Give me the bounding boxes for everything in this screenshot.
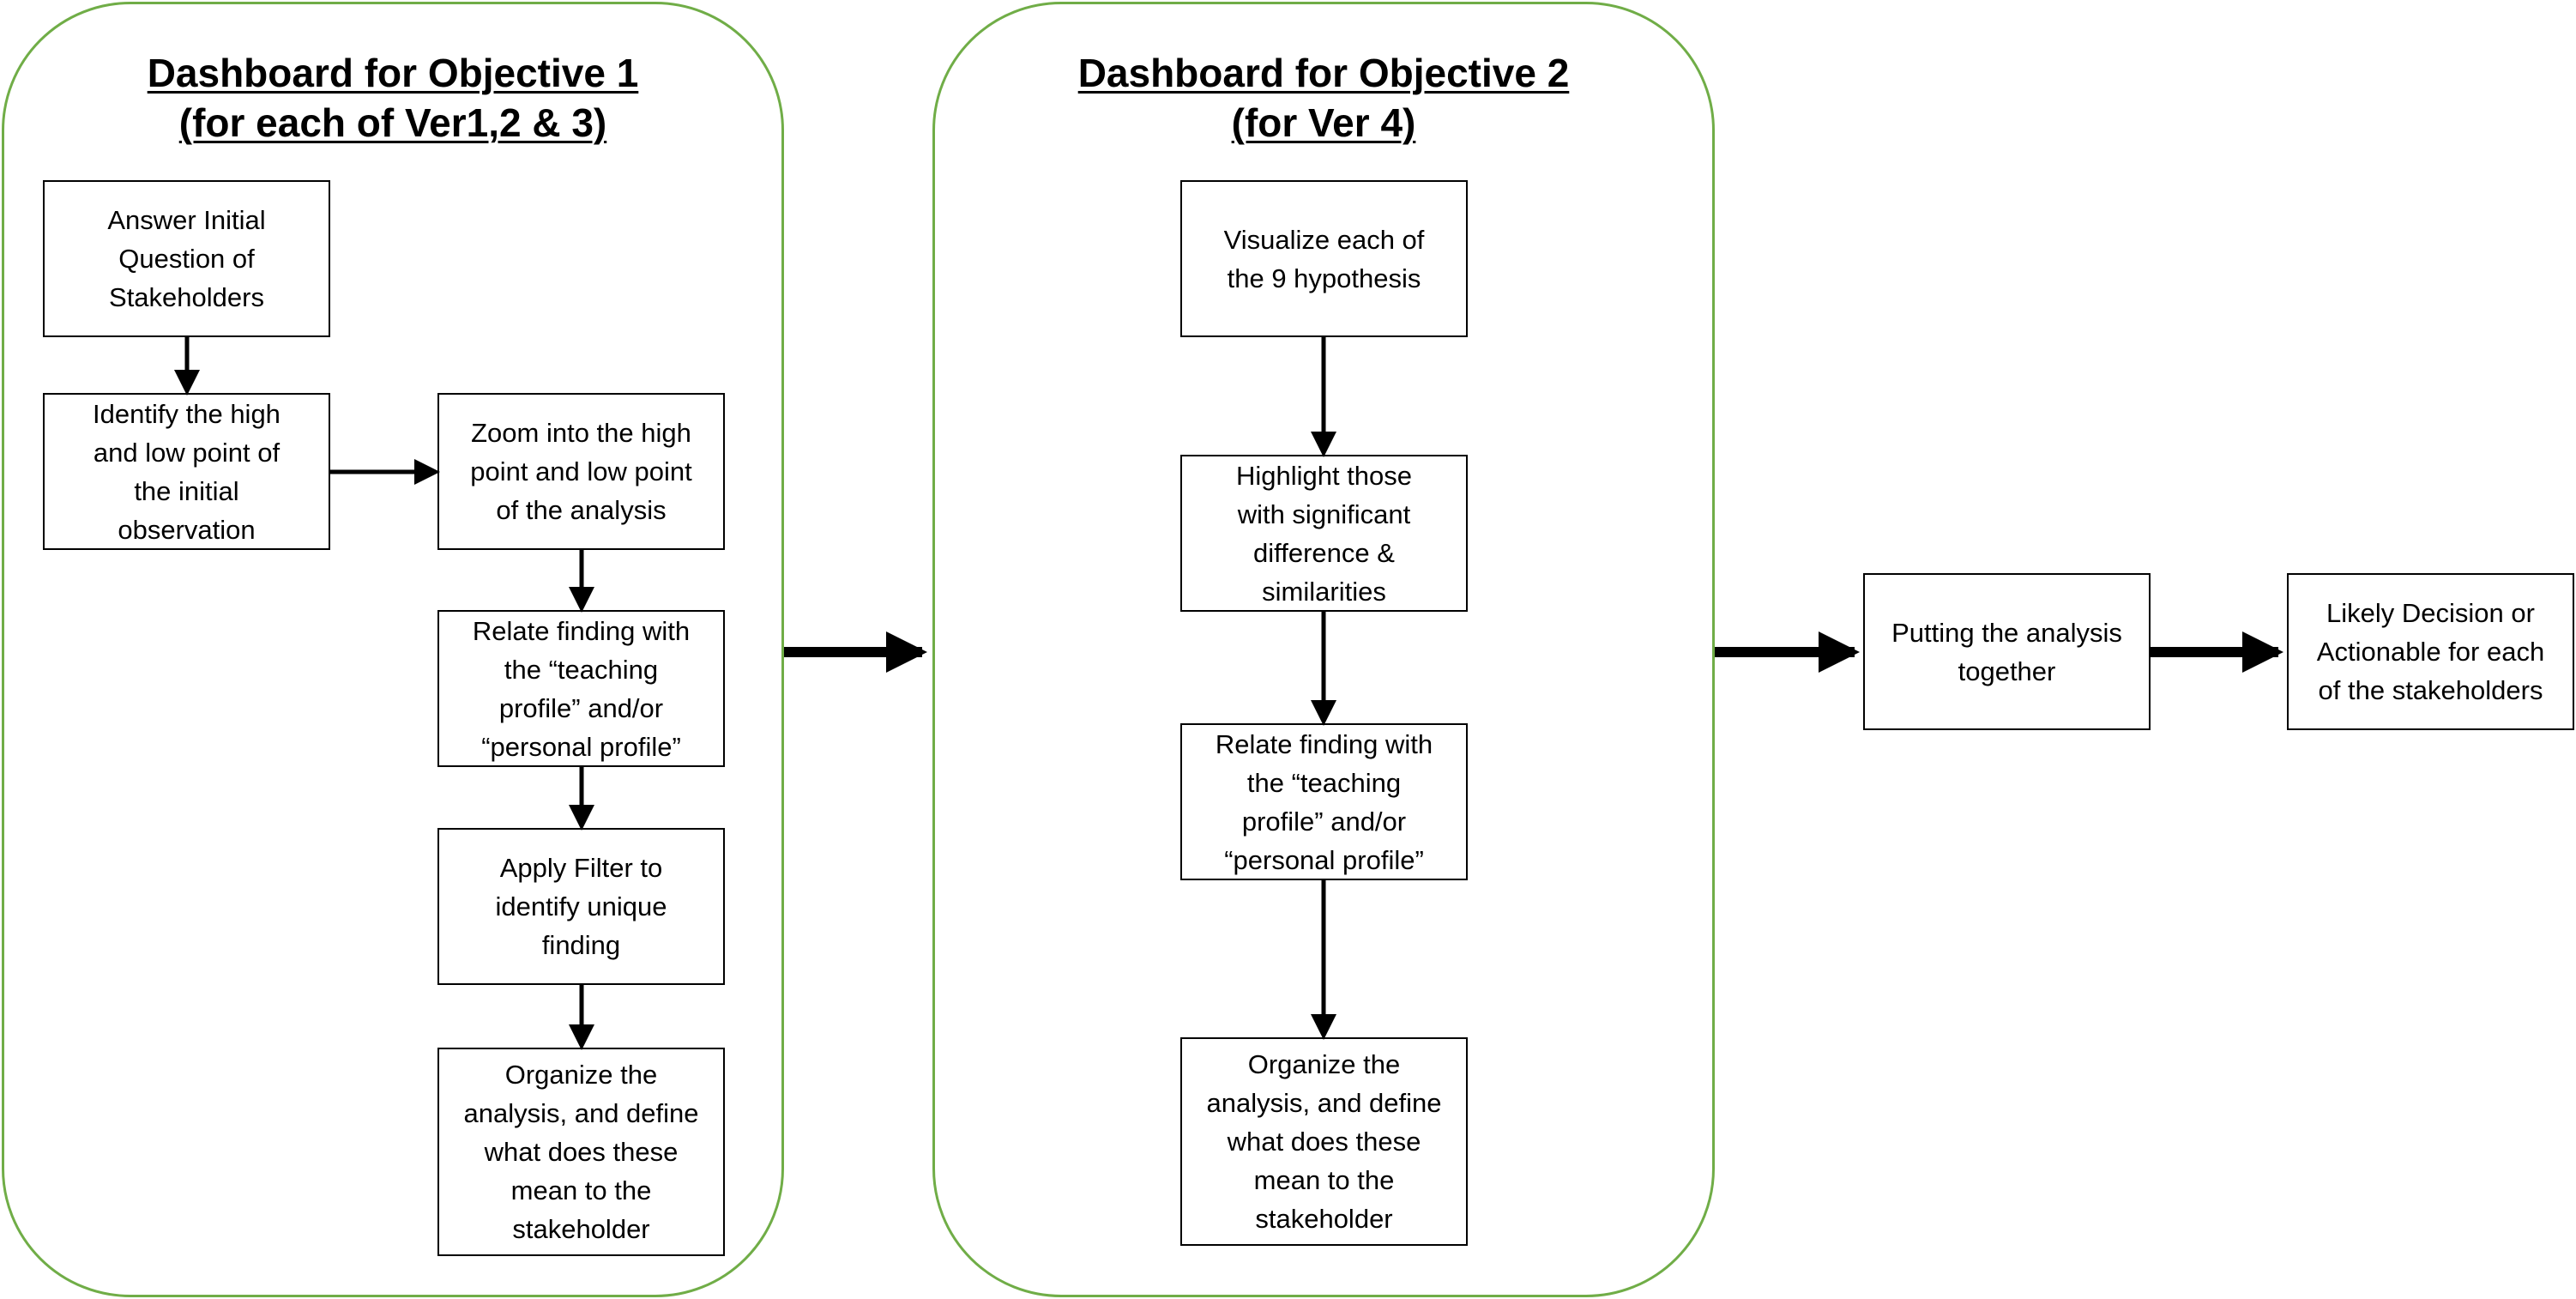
apply-filter-box: Apply Filter to identify unique finding xyxy=(437,828,725,985)
zoom-high-low-box: Zoom into the high point and low point o… xyxy=(437,393,725,550)
highlight-significant-box: Highlight those with significant differe… xyxy=(1180,455,1468,612)
objective1-title-line1: Dashboard for Objective 1 xyxy=(147,51,639,95)
visualize-hypothesis-box: Visualize each of the 9 hypothesis xyxy=(1180,180,1468,337)
putting-together-box: Putting the analysis together xyxy=(1863,573,2151,730)
objective1-panel-title: Dashboard for Objective 1 (for each of V… xyxy=(2,48,784,148)
objective2-panel xyxy=(932,2,1715,1297)
objective2-title-line2: (for Ver 4) xyxy=(1231,100,1416,145)
likely-decision-box: Likely Decision or Actionable for each o… xyxy=(2287,573,2574,730)
objective1-title-line2: (for each of Ver1,2 & 3) xyxy=(178,100,607,145)
relate-finding-box-1: Relate finding with the “teaching profil… xyxy=(437,610,725,767)
organize-analysis-box-1: Organize the analysis, and define what d… xyxy=(437,1048,725,1256)
identify-high-low-box: Identify the high and low point of the i… xyxy=(43,393,330,550)
objective2-panel-title: Dashboard for Objective 2 (for Ver 4) xyxy=(932,48,1715,148)
answer-initial-question-box: Answer Initial Question of Stakeholders xyxy=(43,180,330,337)
objective1-panel xyxy=(2,2,784,1297)
organize-analysis-box-2: Organize the analysis, and define what d… xyxy=(1180,1037,1468,1246)
objective2-title-line1: Dashboard for Objective 2 xyxy=(1077,51,1570,95)
